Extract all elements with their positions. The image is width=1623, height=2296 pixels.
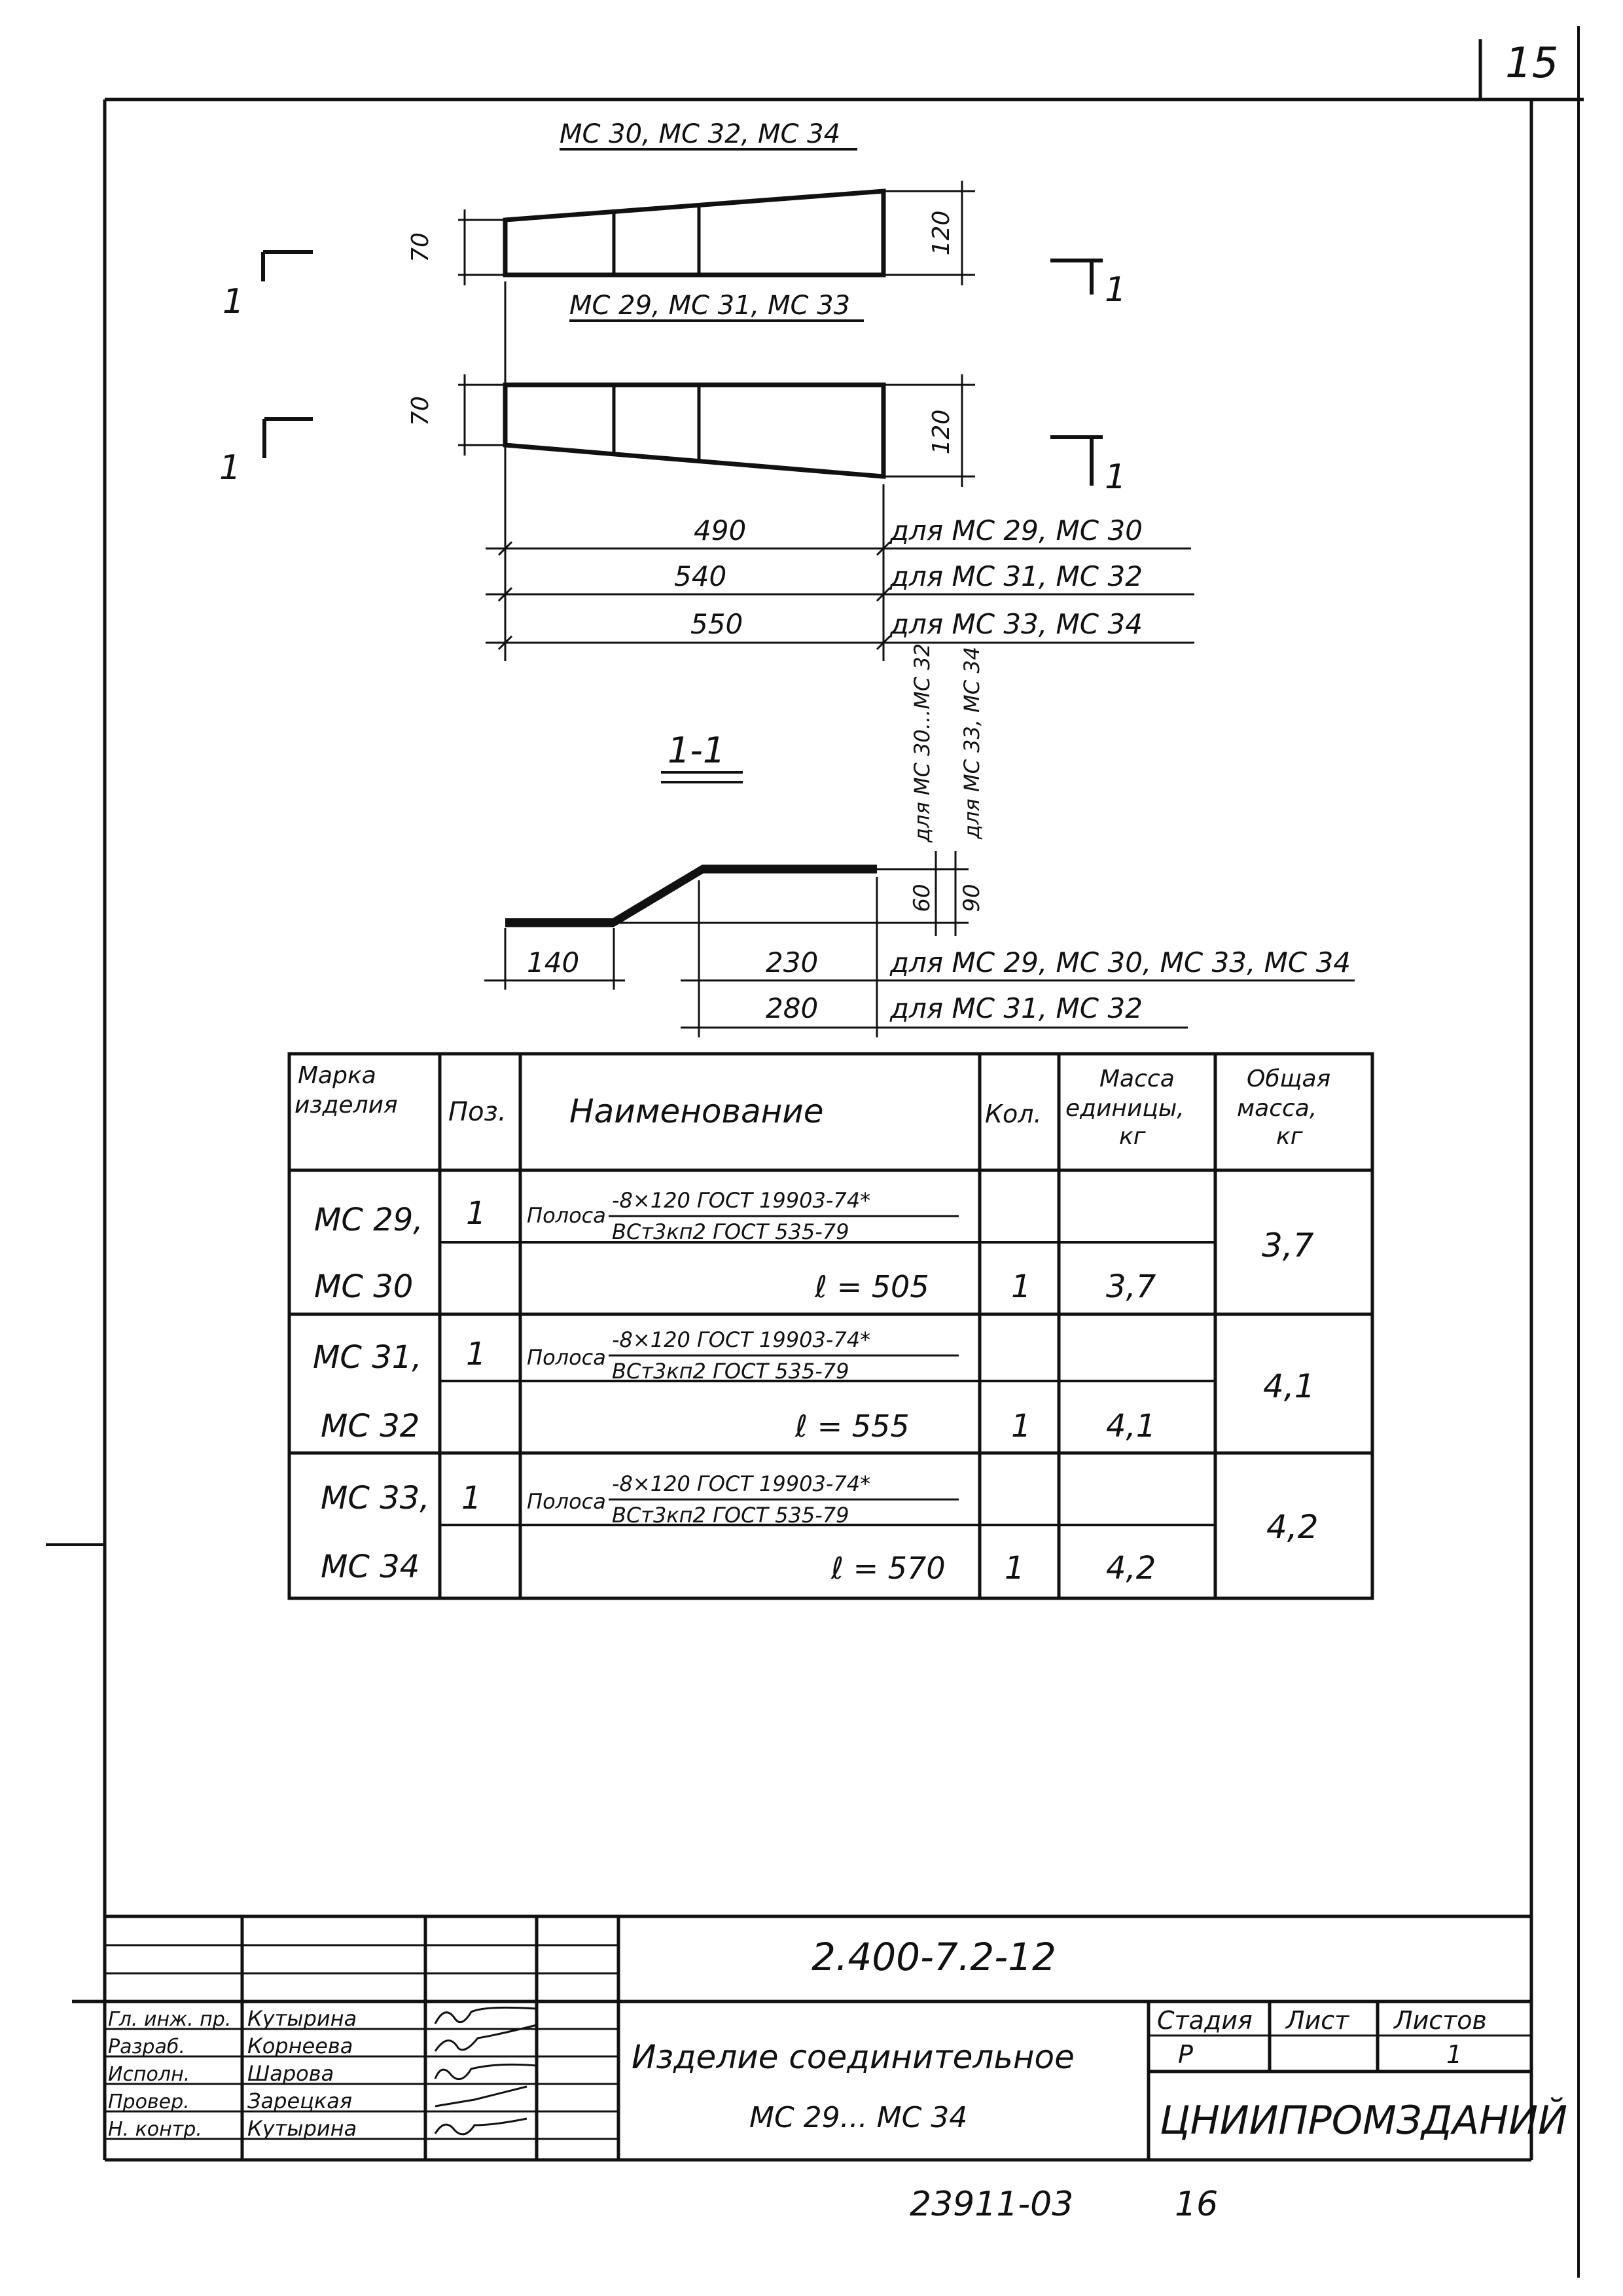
- length-550: 550: [690, 608, 743, 640]
- section-title: 1-1: [668, 730, 725, 771]
- row3-qty: 1: [1005, 1550, 1025, 1587]
- row3-unit-mass: 4,2: [1106, 1550, 1156, 1587]
- role-1: Гл. инж. пр.: [108, 2008, 231, 2031]
- row2-unit-mass: 4,1: [1106, 1408, 1156, 1444]
- bottom-height-large: 120: [928, 410, 955, 455]
- section-mark-left-2: 1: [219, 448, 241, 488]
- length-540-note: для МС 31, МС 32: [889, 560, 1143, 592]
- section-len-280-note: для МС 31, МС 32: [889, 992, 1143, 1024]
- row3-denominator: ВСт3кп2 ГОСТ 535-79: [612, 1503, 849, 1528]
- row1-denominator: ВСт3кп2 ГОСТ 535-79: [612, 1219, 849, 1244]
- row3-mark-2: МС 34: [321, 1549, 419, 1585]
- role-3: Исполн.: [108, 2063, 190, 2086]
- row2-length: ℓ = 555: [794, 1408, 910, 1444]
- title-block: 2.400-7.2-12 Гл. инж. пр. Кутырина Разра…: [72, 1914, 1567, 2160]
- header-unit-mass-1: Масса: [1099, 1066, 1175, 1092]
- section-rise-90-note: для МС 33, МС 34: [959, 647, 984, 840]
- length-550-note: для МС 33, МС 34: [889, 608, 1143, 640]
- organization: ЦНИИПРОМЗДАНИЙ: [1160, 2097, 1567, 2144]
- role-4: Провер.: [108, 2090, 190, 2113]
- row3-length: ℓ = 570: [830, 1551, 946, 1586]
- name-2: Корнеева: [247, 2034, 353, 2058]
- row1-numerator: -8×120 ГОСТ 19903-74*: [612, 1188, 870, 1213]
- row1-name-prefix: Полоса: [527, 1203, 606, 1228]
- section-len-230-note: для МС 29, МС 30, МС 33, МС 34: [889, 946, 1351, 978]
- row1-unit-mass: 3,7: [1106, 1268, 1156, 1305]
- header-name: Наименование: [569, 1092, 824, 1130]
- section-len-280: 280: [766, 992, 818, 1024]
- item-range: МС 29... МС 34: [749, 2101, 967, 2134]
- spec-table: Марка изделия Поз. Наименование Кол. Мас…: [287, 1052, 1374, 1600]
- length-490: 490: [694, 514, 746, 547]
- section-rise-60-note: для МС 30...МС 32: [910, 643, 935, 843]
- sheet-corner-number: 15: [1505, 39, 1558, 88]
- row2-qty: 1: [1011, 1408, 1031, 1444]
- section-rise-60: 60: [909, 884, 935, 912]
- section-mark-left: 1: [223, 282, 244, 321]
- header-mark-1: Марка: [298, 1062, 376, 1089]
- row3-numerator: -8×120 ГОСТ 19903-74*: [612, 1471, 870, 1496]
- row1-mark-2: МС 30: [314, 1268, 413, 1305]
- name-1: Кутырина: [247, 2006, 357, 2031]
- bottom-view-label: МС 29, МС 31, МС 33: [569, 291, 850, 321]
- header-pos: Поз.: [448, 1097, 507, 1127]
- signatures: [434, 2006, 537, 2136]
- header-unit-mass-2: единицы,: [1065, 1095, 1185, 1122]
- sheet-label: Лист: [1285, 2006, 1350, 2035]
- stage-value: Р: [1178, 2040, 1193, 2069]
- row2-denominator: ВСт3кп2 ГОСТ 535-79: [612, 1359, 849, 1384]
- section-mark-right: 1: [1105, 270, 1126, 310]
- plate-view-top: МС 30, МС 32, МС 34 70 120 1 1: [223, 119, 1126, 321]
- header-total-mass-1: Общая: [1247, 1066, 1330, 1092]
- header-unit-mass-3: кг: [1119, 1123, 1147, 1150]
- top-height-large: 120: [928, 211, 955, 256]
- length-dimensions: [486, 281, 1194, 661]
- name-3: Шарова: [247, 2061, 334, 2086]
- row2-name-prefix: Полоса: [527, 1345, 606, 1370]
- row2-total-mass: 4,1: [1263, 1367, 1315, 1405]
- role-5: Н. контр.: [108, 2118, 202, 2141]
- item-title: Изделие соединительное: [632, 2038, 1075, 2076]
- section-flat-len: 140: [527, 946, 579, 978]
- plate-view-bottom: МС 29, МС 31, МС 33 70 120 1 1: [219, 291, 1126, 497]
- sheets-label: Листов: [1393, 2006, 1487, 2035]
- section-1-1: 1-1 60 90 для МС 30...МС 32 для МС 33, М…: [484, 643, 1355, 1037]
- length-540: 540: [674, 560, 726, 592]
- row2-numerator: -8×120 ГОСТ 19903-74*: [612, 1327, 870, 1352]
- row1-total-mass: 3,7: [1262, 1227, 1314, 1265]
- page-number: 16: [1175, 2185, 1218, 2224]
- row3-name-prefix: Полоса: [527, 1489, 606, 1514]
- name-4: Зарецкая: [247, 2089, 352, 2113]
- section-len-230: 230: [766, 946, 818, 978]
- top-height-small: 70: [407, 232, 434, 262]
- name-5: Кутырина: [247, 2116, 357, 2141]
- header-total-mass-3: кг: [1276, 1123, 1304, 1150]
- row3-pos: 1: [461, 1480, 482, 1516]
- row2-mark-1: МС 31,: [313, 1339, 422, 1376]
- role-2: Разраб.: [108, 2036, 185, 2058]
- doc-code: 2.400-7.2-12: [812, 1935, 1056, 1979]
- length-490-note: для МС 29, МС 30: [889, 514, 1143, 547]
- row1-pos: 1: [466, 1195, 486, 1232]
- archive-number: 23911-03: [910, 2185, 1073, 2224]
- row2-pos: 1: [466, 1336, 486, 1372]
- row1-qty: 1: [1011, 1268, 1031, 1305]
- section-mark-right-2: 1: [1105, 457, 1126, 497]
- row1-length: ℓ = 505: [814, 1269, 929, 1304]
- header-total-mass-2: масса,: [1237, 1095, 1317, 1122]
- sheets-value: 1: [1446, 2040, 1462, 2069]
- section-rise-90: 90: [959, 884, 985, 912]
- row1-mark-1: МС 29,: [314, 1202, 423, 1238]
- row2-mark-2: МС 32: [321, 1408, 419, 1444]
- stage-label: Стадия: [1157, 2006, 1253, 2035]
- bottom-height-small: 70: [407, 396, 434, 426]
- row3-mark-1: МС 33,: [321, 1480, 430, 1516]
- top-view-label: МС 30, МС 32, МС 34: [560, 119, 840, 149]
- sheet-frame: [46, 26, 1584, 2278]
- header-qty: Кол.: [985, 1100, 1042, 1128]
- row3-total-mass: 4,2: [1266, 1508, 1319, 1546]
- header-mark-2: изделия: [294, 1092, 398, 1119]
